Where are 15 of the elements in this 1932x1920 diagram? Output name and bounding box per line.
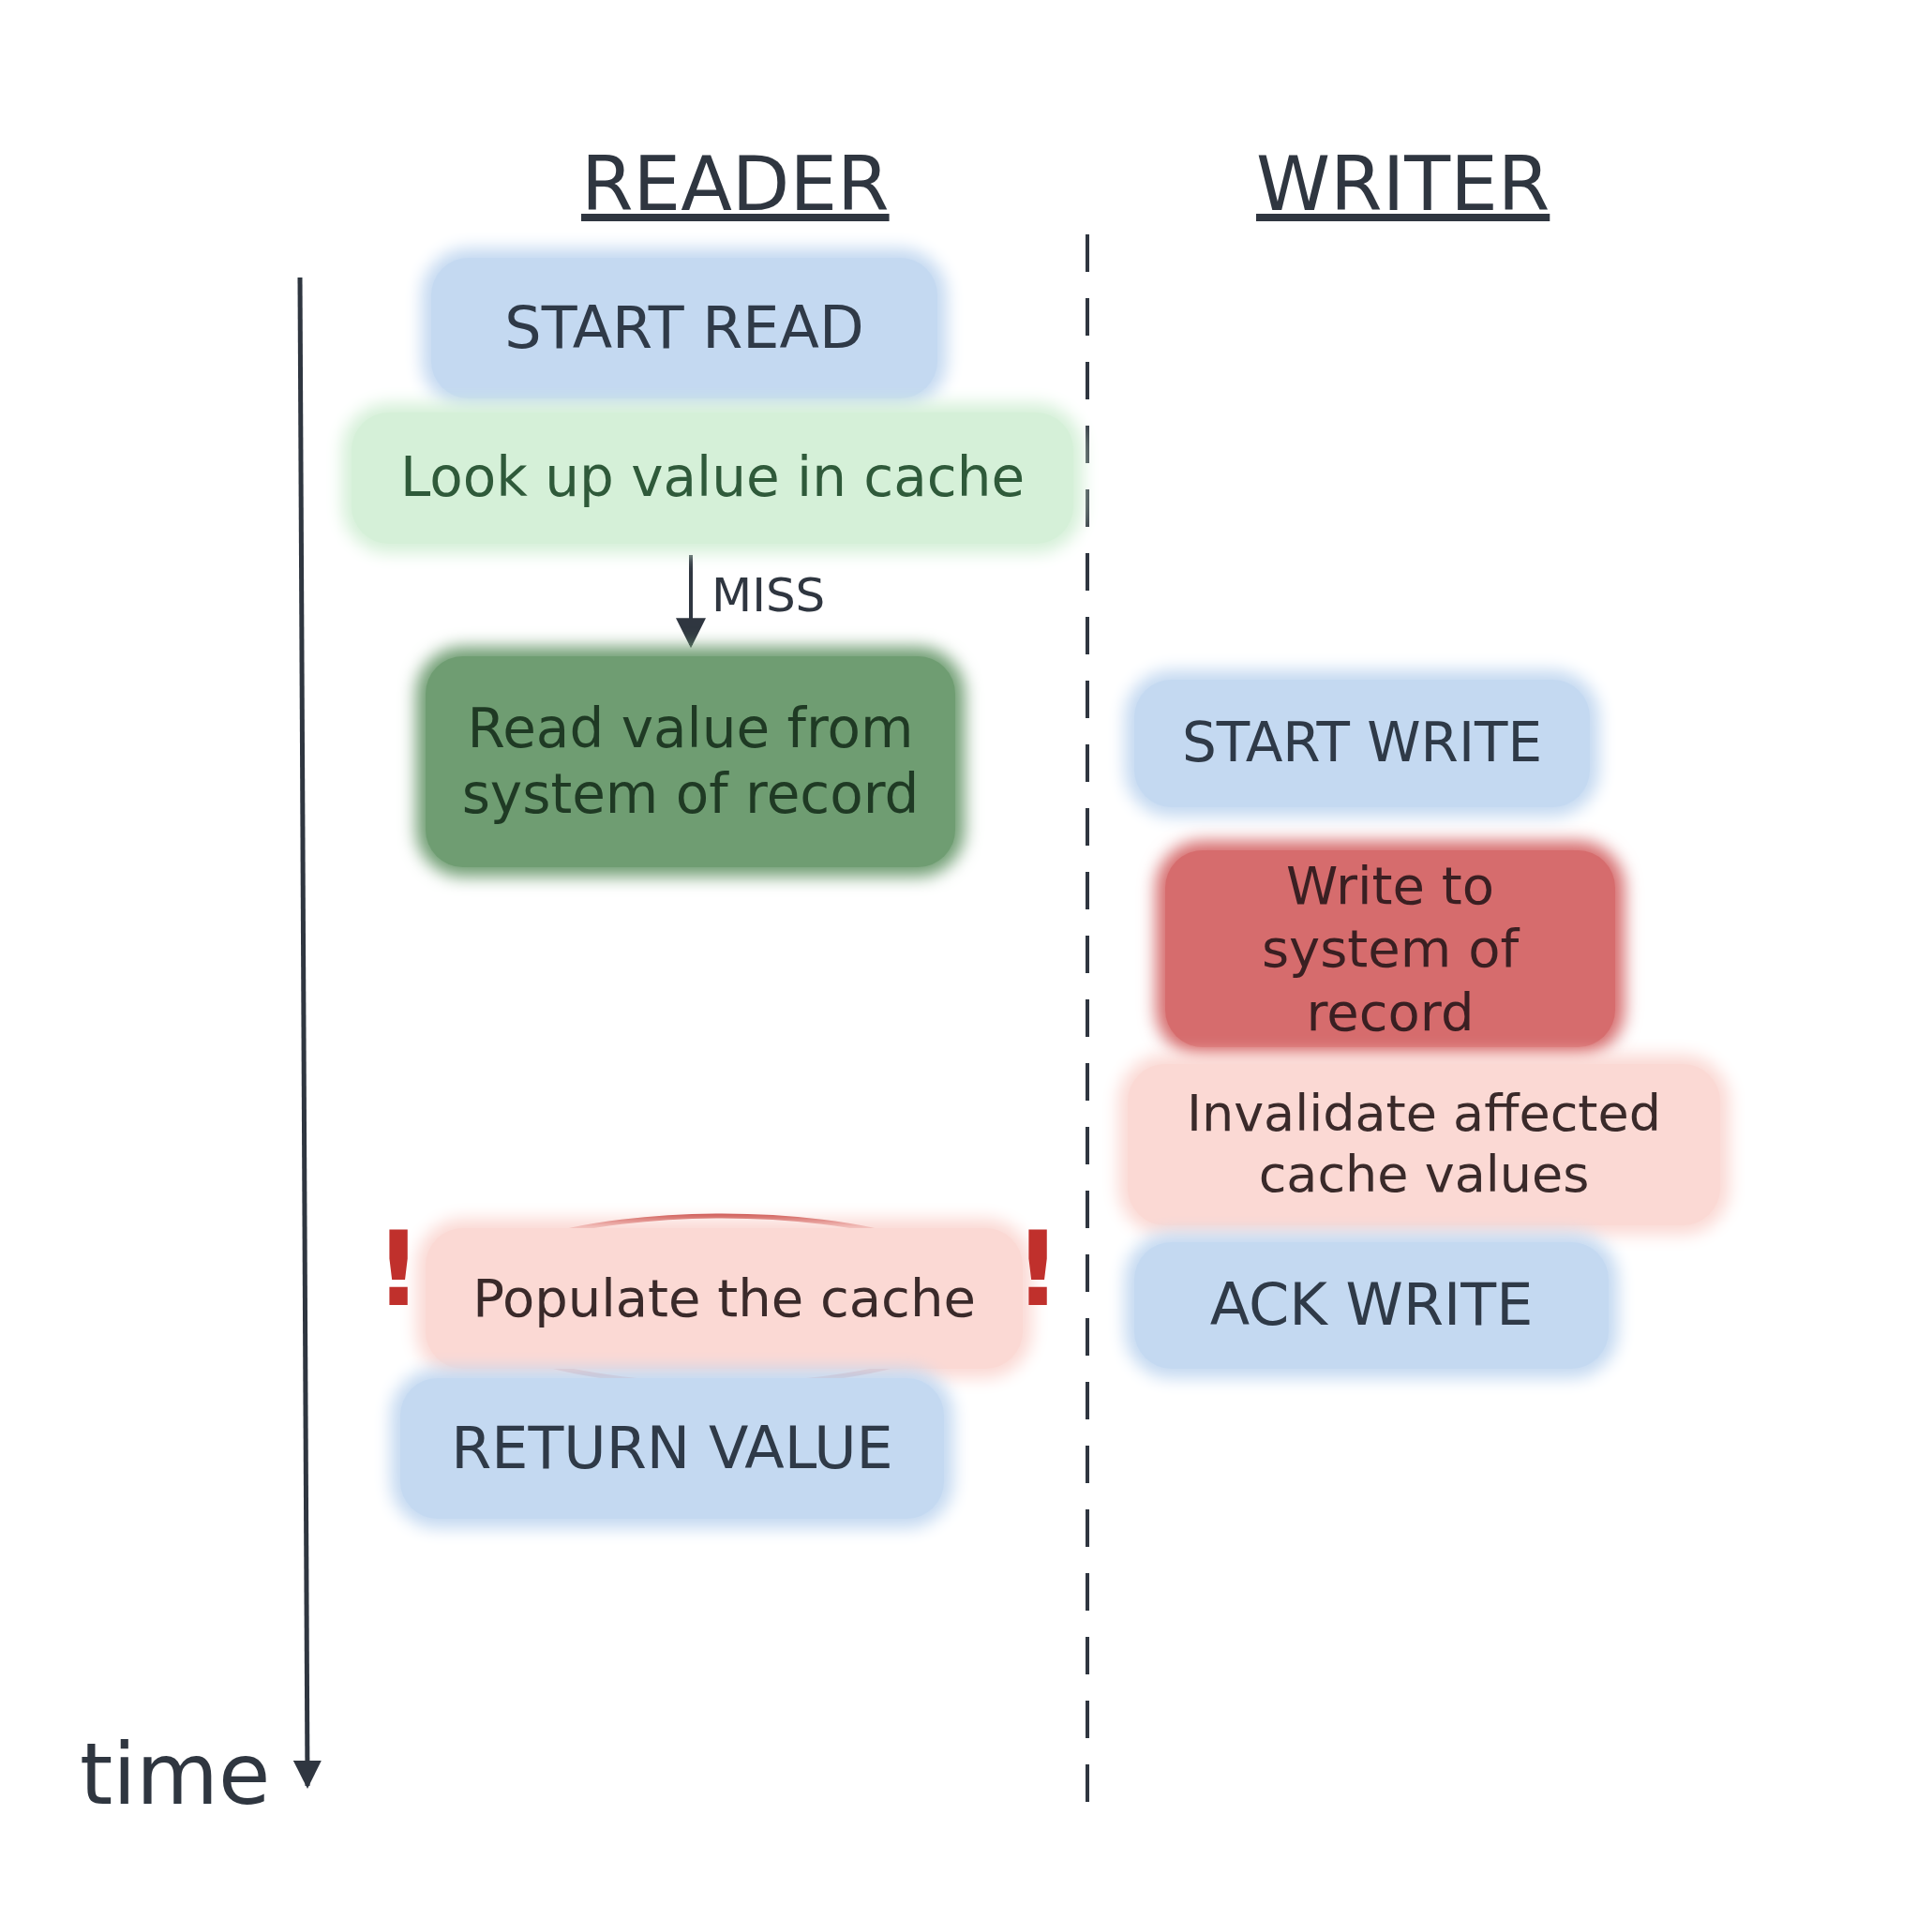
step-label: ACK WRITE [1134,1242,1609,1369]
arrow [676,555,706,649]
step-label: RETURN VALUE [400,1378,944,1519]
step-label: START READ [431,258,937,398]
exclamation-mark: ! [375,1209,423,1329]
step-label: Populate the cache [426,1228,1023,1369]
step-label: Invalidate affected cache values [1128,1064,1720,1225]
axis-label: time [80,1725,271,1823]
step-label: START WRITE [1134,680,1590,807]
lane-heading: READER [581,141,890,228]
step-label: Look up value in cache [352,412,1073,544]
step-label: Write to system of record [1165,850,1615,1047]
step-label: Read value from system of record [426,656,955,867]
edge-label: MISS [711,568,826,622]
lane-heading: WRITER [1256,141,1550,228]
